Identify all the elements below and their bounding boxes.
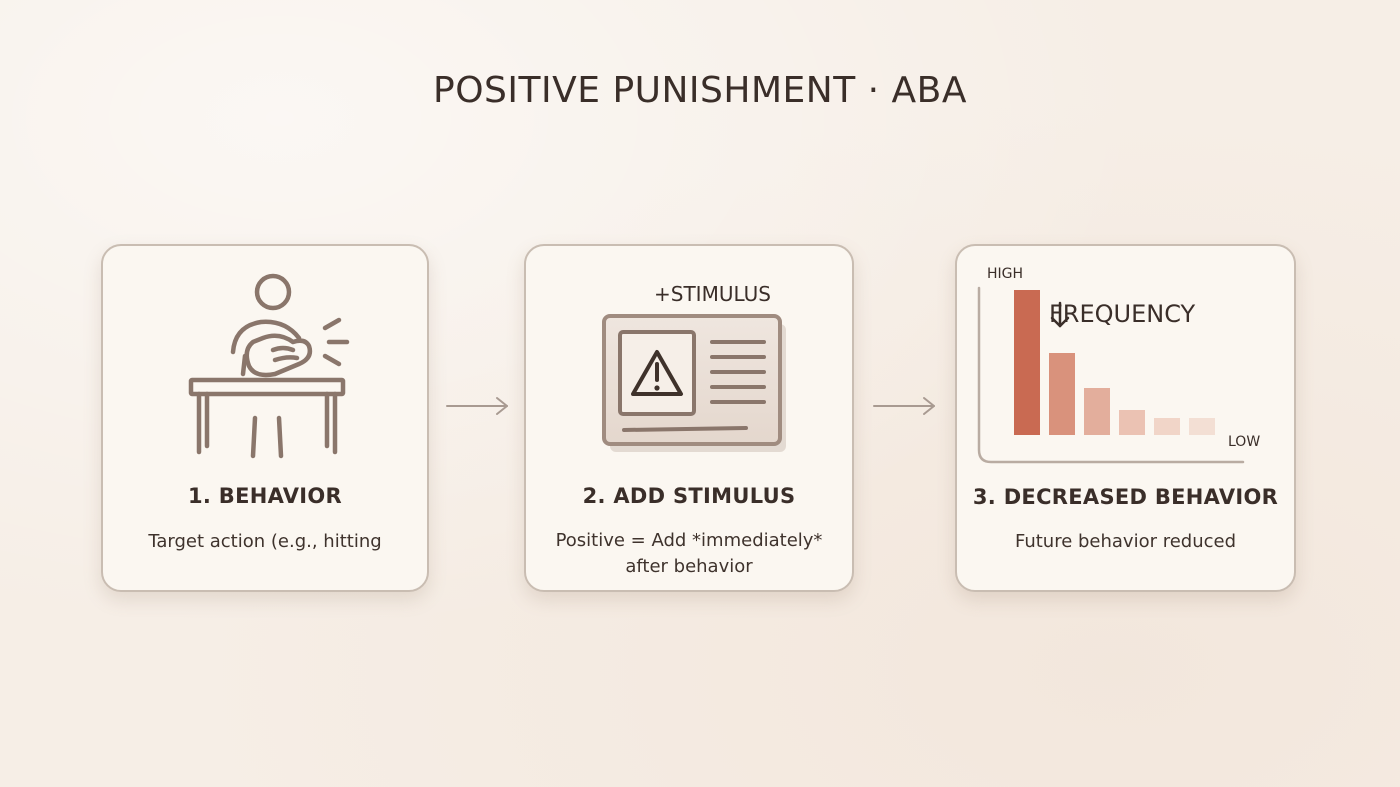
warning-screen-icon — [602, 314, 786, 452]
step-card-decreased-behavior: HIGH LOW FREQUENCY 3. DECREASED BEHAVIOR… — [955, 244, 1296, 592]
step-title: 1. BEHAVIOR — [187, 484, 343, 508]
arrow-down-icon — [1050, 301, 1070, 328]
step-description: Positive = Add *immediately* after behav… — [536, 528, 842, 580]
frequency-label: FREQUENCY — [1049, 300, 1195, 328]
step-card-behavior: 1. BEHAVIOR Target action (e.g., hitting — [101, 244, 429, 592]
step-card-add-stimulus: +STIMULUS 2. ADD STIMULUS Positive = — [524, 244, 854, 592]
page-title: POSITIVE PUNISHMENT · ABA — [433, 70, 967, 111]
frequency-text: FREQUENCY — [1049, 300, 1196, 328]
bar — [1049, 353, 1075, 435]
arrow-right-icon — [873, 397, 935, 415]
bar — [1189, 418, 1215, 435]
step-description-line2: after behavior — [625, 556, 753, 577]
decreasing-bar-chart-icon — [977, 286, 1245, 464]
person-hitting-table-icon — [188, 273, 350, 459]
bar — [1154, 418, 1180, 435]
step-description: Future behavior reduced — [1014, 531, 1237, 552]
bar — [1119, 410, 1145, 435]
bar — [1014, 290, 1040, 435]
stimulus-label: +STIMULUS — [654, 282, 771, 306]
chart-high-label: HIGH — [987, 266, 1024, 282]
arrow-right-icon — [446, 397, 508, 415]
step-description-line1: Positive = Add *immediately* — [555, 530, 823, 551]
step-title: 2. ADD STIMULUS — [582, 484, 796, 508]
step-description: Target action (e.g., hitting — [148, 531, 382, 552]
bar — [1084, 388, 1110, 435]
chart-low-label: LOW — [1228, 434, 1261, 450]
step-title: 3. DECREASED BEHAVIOR — [972, 485, 1279, 509]
